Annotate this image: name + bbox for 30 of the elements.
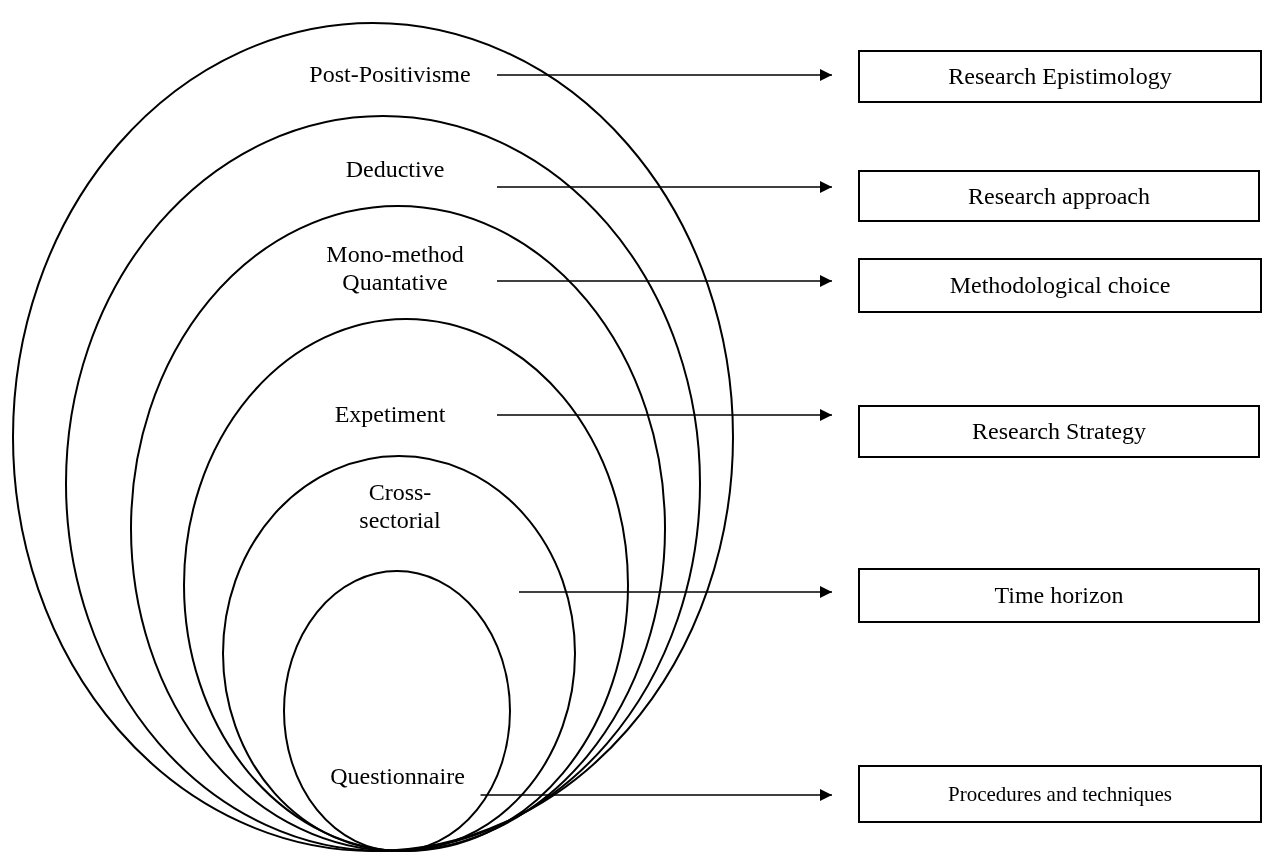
arrow — [496, 69, 833, 81]
arrow — [479, 789, 833, 801]
category-label: Research Epistimology — [948, 63, 1172, 90]
category-label: Methodological choice — [949, 272, 1171, 299]
layer-label: Post-Positivisme — [308, 60, 472, 88]
category-label: Research approach — [968, 182, 1150, 210]
layer-label: Expetiment — [333, 400, 447, 428]
layer-label: Questionnaire — [329, 762, 466, 790]
arrow — [518, 586, 833, 598]
category-box — [858, 405, 1260, 458]
category-label: Research Strategy — [972, 418, 1146, 445]
layer-label: Cross-sectorial — [358, 478, 442, 534]
onion-layer-ellipse — [65, 115, 701, 852]
onion-layer-ellipse — [183, 318, 629, 852]
onion-layer-ellipse — [222, 455, 576, 852]
onion-layer-ellipse — [12, 22, 734, 852]
arrow — [496, 275, 833, 287]
arrow — [496, 409, 833, 421]
layer-label: Mono-method Quantative — [325, 240, 465, 296]
onion-layer-ellipse — [130, 205, 666, 852]
category-box — [858, 258, 1262, 313]
category-box — [858, 50, 1262, 103]
category-box — [858, 170, 1260, 222]
category-box — [858, 568, 1260, 623]
arrow — [496, 181, 833, 193]
category-label: Time horizon — [994, 582, 1124, 609]
category-box — [858, 765, 1262, 823]
category-label: Procedures and techniques — [948, 781, 1172, 807]
onion-layer-ellipse — [283, 570, 511, 852]
layer-label: Deductive — [344, 155, 446, 183]
